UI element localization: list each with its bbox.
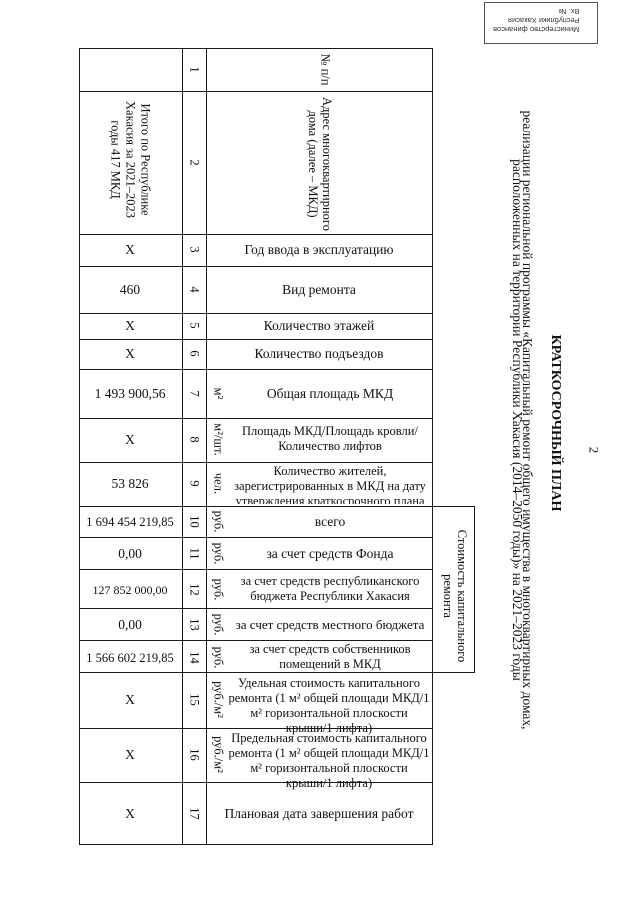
registration-stamp: Министерство финансов Республики Хакасия…	[484, 2, 598, 44]
row-5-num: 5	[187, 322, 202, 329]
row-17-value: X	[125, 806, 135, 821]
row-15-unit: руб./м²	[211, 681, 226, 718]
row-9-unit: чел.	[211, 472, 226, 495]
row-1-value: Итого по Республике Хакасия за 2021–2023…	[108, 101, 153, 218]
row-3-header: Год ввода в эксплуатацию	[244, 242, 394, 257]
row-11-value: 0,00	[118, 546, 142, 561]
row-16-header: Предельная стоимость капитального ремонт…	[228, 731, 430, 790]
page-number: 2	[586, 446, 602, 454]
row-8-unit: м²/шт.	[211, 423, 226, 456]
row-2-header: Адрес многоквартирного дома (далее – МКД…	[306, 97, 334, 231]
title-heading: КРАТКОСРОЧНЫЙ ПЛАН	[548, 334, 563, 512]
row-7-value: 1 493 900,56	[94, 386, 166, 401]
group-label-cost: Стоимость капитального ремонта	[441, 529, 469, 663]
row-11-header: за счет средств Фонда	[266, 546, 394, 561]
row-1-header: № п/п	[318, 53, 333, 86]
row-17-num: 17	[187, 807, 202, 820]
row-4-num: 4	[187, 286, 202, 293]
row-15-header: Удельная стоимость капитального ремонта …	[228, 676, 430, 735]
row-11-num: 11	[187, 547, 202, 560]
row-10-num: 10	[187, 515, 202, 528]
row-6-header: Количество подъездов	[254, 346, 384, 361]
row-10-header: всего	[314, 514, 346, 529]
row-10-value: 1 694 454 219,85	[86, 515, 174, 529]
row-16-unit: руб./м²	[211, 736, 226, 773]
row-12-unit: руб.	[211, 578, 226, 601]
row-9-header: Количество жителей, зарегистрированных в…	[234, 464, 426, 504]
row-4-header: Вид ремонта	[282, 282, 356, 297]
row-15-value: X	[125, 692, 135, 707]
row-12-value: 127 852 000,00	[92, 583, 168, 597]
row-8-header: Площадь МКД/Площадь кровли/Количество ли…	[242, 424, 418, 453]
row-5-value: X	[125, 318, 135, 333]
row-17-header: Плановая дата завершения работ	[224, 806, 414, 821]
stamp-line-2: Республики Хакасия	[507, 16, 580, 25]
row-15-num: 15	[187, 693, 202, 706]
row-4-value: 460	[119, 282, 141, 297]
row-9-num: 9	[187, 480, 202, 487]
row-10-unit: руб.	[211, 510, 226, 533]
title-line-3: расположенных на территории Республики Х…	[510, 159, 525, 681]
row-7-unit: м²	[211, 387, 226, 400]
row-12-num: 12	[187, 583, 202, 596]
row-11-unit: руб.	[211, 542, 226, 565]
stamp-line-3: Вх. №	[558, 7, 580, 16]
row-14-unit: руб.	[211, 646, 226, 669]
row-7-num: 7	[187, 390, 202, 397]
row-2-num: 2	[187, 159, 202, 166]
row-13-value: 0,00	[118, 617, 142, 632]
row-1-num: 1	[187, 66, 202, 73]
row-3-value: X	[125, 242, 135, 257]
row-14-num: 14	[187, 651, 202, 664]
row-14-header: за счет средств собственников помещений …	[249, 642, 411, 671]
row-12-header: за счет средств республиканского бюджета…	[240, 574, 420, 603]
row-8-num: 8	[187, 436, 202, 443]
row-13-num: 13	[187, 618, 202, 631]
row-5-header: Количество этажей	[263, 318, 375, 333]
row-6-num: 6	[187, 350, 202, 357]
row-13-unit: руб.	[211, 613, 226, 636]
row-7-header: Общая площадь МКД	[266, 386, 394, 401]
stamp-line-1: Министерство финансов	[493, 25, 580, 34]
row-6-value: X	[125, 346, 135, 361]
row-16-value: X	[125, 747, 135, 762]
row-9-value: 53 826	[111, 476, 149, 491]
row-14-value: 1 566 602 219,85	[86, 651, 174, 665]
row-13-header: за счет средств местного бюджета	[235, 617, 425, 632]
row-3-num: 3	[187, 246, 202, 253]
row-16-num: 16	[187, 748, 202, 761]
row-8-value: X	[125, 432, 135, 447]
